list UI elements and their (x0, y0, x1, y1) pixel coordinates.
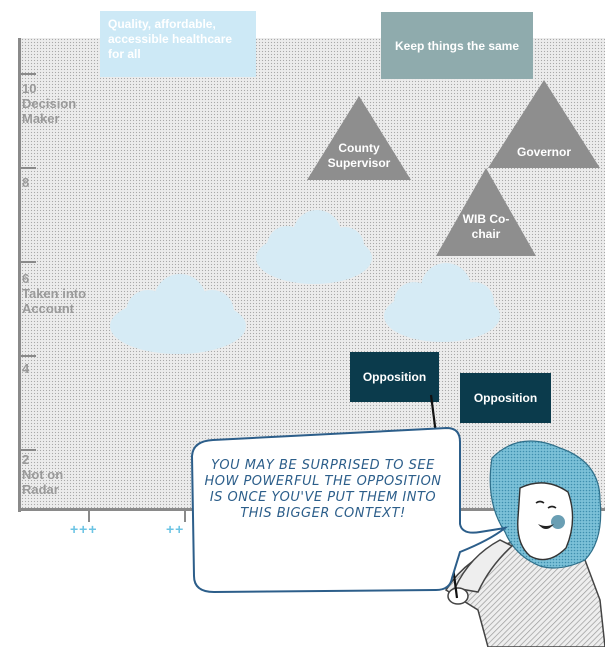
opposition-label: Opposition (362, 370, 427, 384)
x-label: ++ (166, 521, 185, 537)
county-supervisor-label: County Supervisor (327, 141, 391, 170)
our-goal-box: Quality, affordable, accessible healthca… (100, 11, 256, 77)
triangle-county-supervisor (307, 96, 411, 180)
y-tick (18, 261, 36, 263)
y-value: 4 (22, 361, 30, 376)
y-label-6: 6 Taken into Account (22, 271, 102, 316)
ally-cloud (110, 274, 246, 354)
triangle-wib-cochair (436, 168, 536, 256)
y-label-10: 10 Decision Maker (22, 81, 92, 126)
governor-label: Governor (516, 145, 571, 159)
ally-cloud (256, 210, 372, 284)
y-axis (18, 38, 21, 512)
y-tick (18, 73, 36, 75)
y-value: 2 (22, 452, 30, 467)
speech-bubble (190, 426, 509, 594)
speech-bubble-text: You may be surprised to see how powerful… (204, 458, 442, 521)
x-tick (88, 510, 90, 522)
y-label-2: 2 Not on Radar (22, 452, 72, 497)
opposition-box: Opposition (350, 352, 439, 402)
y-value: 6 (22, 271, 30, 286)
opposition-label: Opposition (473, 391, 538, 405)
y-label-8: 8 (22, 175, 29, 190)
triangle-governor (488, 80, 600, 168)
x-tick (184, 510, 186, 522)
y-value: 8 (22, 175, 30, 190)
opposition-box: Opposition (460, 373, 551, 423)
opposition-goal-label: Keep things the same (394, 38, 520, 53)
opposition-goal-box: Keep things the same (381, 12, 533, 79)
wib-cochair-label: WIB Co-chair (462, 212, 510, 241)
y-caption: Decision Maker (22, 96, 77, 126)
y-caption: Not on Radar (22, 467, 64, 497)
y-caption: Taken into Account (22, 286, 87, 316)
presenter-woman-icon (444, 440, 605, 647)
y-label-4: 4 (22, 361, 29, 376)
y-tick (18, 355, 36, 357)
y-tick (18, 167, 36, 169)
y-value: 10 (22, 81, 37, 96)
x-label: +++ (70, 521, 98, 537)
ally-cloud (384, 263, 500, 342)
y-tick (18, 449, 36, 451)
